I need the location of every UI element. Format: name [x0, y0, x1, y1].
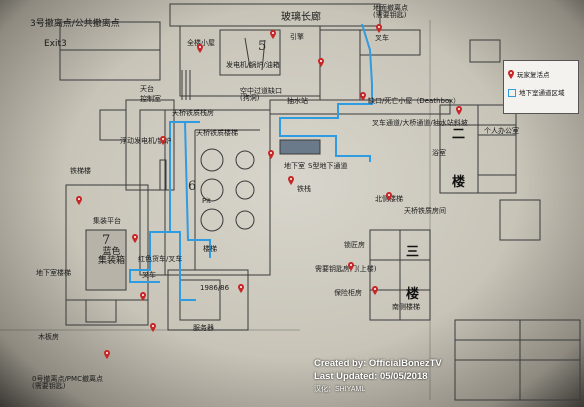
lock-room-label: 锁匠房: [344, 241, 365, 249]
forklift-path-label: 叉车通道/大桥通道/抽水站斜坡: [372, 119, 468, 127]
generator-room-label: 发电机/锅炉/油箱: [226, 61, 280, 69]
legend-item-spawn: 玩家复活点: [508, 69, 550, 81]
exit-top-right-label: 地面撤离点 (需要钥匙): [373, 4, 408, 19]
map-pin-icon[interactable]: [456, 106, 462, 115]
gate-label: 铁栈: [297, 185, 311, 193]
map-pin-icon[interactable]: [238, 284, 244, 293]
glass-hallway-label: 玻璃长廊: [281, 12, 321, 23]
floor2-label: 二: [452, 127, 466, 142]
private-office-label: 个人办公室: [484, 127, 519, 135]
map-pin-icon[interactable]: [104, 350, 110, 359]
roof-platform-label: 天台: [140, 85, 154, 93]
last-updated-text: Last Updated: 05/05/2018: [314, 371, 428, 382]
warehouse-7-label: 蓝色 集装箱: [98, 247, 126, 266]
map-pin-icon[interactable]: [160, 136, 166, 145]
exit1-label: 0号撤离点/PMC撤离点 (需要钥匙): [32, 375, 103, 390]
room-7-label: 7: [102, 233, 111, 248]
floor3-label: 三: [406, 245, 420, 260]
map-pin-icon[interactable]: [318, 58, 324, 67]
roof-stairs-2-label: 天桥铁质楼梯: [196, 129, 238, 137]
exit3-en-label: Exit3: [44, 39, 67, 49]
water-pool-label: 抽水站: [287, 97, 308, 105]
elevator-label: 楼梯: [203, 245, 217, 253]
forklift-label: 叉车: [375, 34, 389, 42]
year-room-label: 1986/86: [200, 284, 230, 292]
air-vent-label: 空中过道缺口 (狗洞): [240, 87, 282, 102]
legend-label: 玩家复活点: [517, 71, 550, 79]
map-pin-icon: [508, 69, 514, 81]
container-platform-label: 集装平台: [93, 217, 121, 225]
map-pin-icon[interactable]: [360, 92, 366, 101]
map-pin-icon[interactable]: [376, 24, 382, 33]
iron-stairs-2-label: 地下室楼梯: [36, 269, 71, 277]
map-pin-icon[interactable]: [76, 196, 82, 205]
full-floor-label: 全楼小屋: [187, 39, 215, 47]
map-pin-icon[interactable]: [132, 234, 138, 243]
server-room-label: 服务器: [193, 324, 214, 332]
dead-end-label: 缺口/死亡小屋（Deathbox）: [368, 97, 461, 105]
route-swatch-icon: [508, 89, 516, 97]
iron-stairs-label: 铁梯楼: [70, 167, 91, 175]
floor3b-label: 楼: [406, 287, 420, 302]
bridge-label: 叉车: [142, 271, 156, 279]
control-room-label: 控制室: [140, 95, 161, 103]
wood-room-label: 木板房: [38, 333, 59, 341]
map-pin-icon[interactable]: [372, 286, 378, 295]
map-pin-icon[interactable]: [288, 176, 294, 185]
floor2b-label: 楼: [452, 175, 466, 190]
wood-stairs-label: 南侧楼梯: [392, 303, 420, 311]
bathroom-label: 浴室: [432, 149, 446, 157]
map-pin-icon[interactable]: [348, 262, 354, 271]
map-pin-icon[interactable]: [386, 192, 392, 201]
engine-label: 引擎: [290, 33, 304, 41]
legend-label: 地下室通道区域: [519, 89, 565, 97]
room-5-label: 5: [258, 39, 267, 54]
map-pin-icon[interactable]: [150, 323, 156, 332]
credits-block: Created by: OfficialBonezTV Last Updated…: [314, 357, 442, 396]
map-pin-icon[interactable]: [197, 44, 203, 53]
underground-label: 地下室: [284, 162, 305, 170]
crate-room-label: 保险柜房: [334, 289, 362, 297]
legend-item-underground: 地下室通道区域: [508, 87, 565, 97]
key-room-label: 需要钥匙房门(上楼): [315, 265, 377, 273]
roof-iron-stairs-label: 天桥铁质栈房: [172, 109, 214, 117]
created-by-text: Created by: OfficialBonezTV: [314, 358, 442, 369]
ceiling-room-label: 天桥铁质房间: [404, 207, 446, 215]
floating-generator-label: 浮动发电机/锅炉: [120, 137, 172, 145]
s-underground-label: S型地下通道: [308, 162, 348, 170]
red-truck-label: 红色货车/叉车: [138, 255, 183, 263]
map-pin-icon[interactable]: [140, 292, 146, 301]
pit-label: Pit: [202, 197, 211, 205]
map-legend: 玩家复活点 地下室通道区域: [503, 60, 579, 114]
translator-text: 汉化：SHIYAML: [314, 386, 366, 393]
map-pin-icon[interactable]: [268, 150, 274, 159]
exit3-label: 3号撤离点/公共撤离点: [30, 19, 120, 29]
room-6-label: 6: [188, 179, 197, 194]
map-pin-icon[interactable]: [270, 30, 276, 39]
